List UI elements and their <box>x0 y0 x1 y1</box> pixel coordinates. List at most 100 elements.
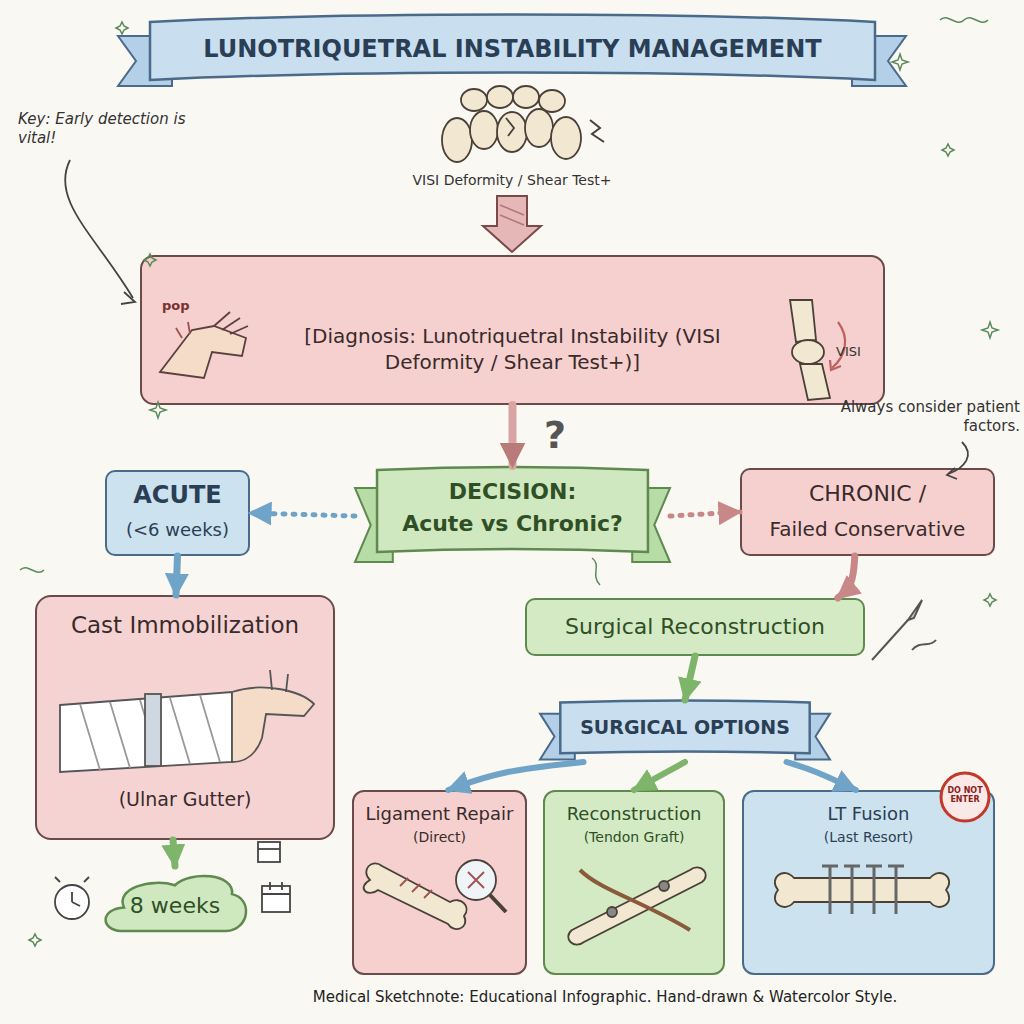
pop-mark <box>176 322 190 338</box>
leader-head <box>947 468 957 479</box>
leader-head <box>121 292 135 304</box>
star <box>29 934 41 946</box>
title-ribbon <box>150 15 875 81</box>
option-box: LT Fusion (Last Resort) <box>742 790 995 975</box>
node-heading: Reconstruction <box>547 802 721 825</box>
bone <box>775 873 949 907</box>
illustration-label: VISI Deformity / Shear Test+ <box>380 172 644 190</box>
visi-sketch <box>790 300 845 400</box>
connector-layer <box>173 405 856 866</box>
star <box>150 402 166 418</box>
fingers <box>270 670 288 692</box>
node-heading: LT Fusion <box>746 802 991 825</box>
acute-box: ACUTE(<6 weeks) <box>105 470 250 556</box>
flow-connector <box>448 762 583 790</box>
flow-arrow <box>483 196 541 252</box>
strap <box>145 694 161 766</box>
bone <box>470 111 498 149</box>
bone <box>790 300 816 342</box>
decorations <box>20 18 998 946</box>
star <box>892 54 908 70</box>
flow-connector <box>685 656 695 700</box>
ribbon-tail <box>852 36 906 86</box>
squiggle <box>20 568 44 573</box>
squiggle <box>592 558 600 585</box>
option-box: Reconstruction (Tendon Graft) <box>543 790 725 975</box>
options-banner: SURGICAL OPTIONS <box>540 700 830 762</box>
star <box>942 144 954 156</box>
flow-connector <box>173 840 175 866</box>
question-mark: ? <box>538 412 572 460</box>
flow-connector <box>787 762 856 790</box>
leader-line <box>65 160 133 298</box>
ribbon-tail <box>118 36 172 86</box>
duration-cloud: 8 weeks <box>100 866 250 940</box>
calendar <box>262 886 290 912</box>
flow-connector <box>176 556 178 595</box>
hand-sketch <box>160 312 248 378</box>
bone <box>551 117 581 159</box>
bone <box>800 364 830 400</box>
cast-sketch <box>60 670 314 772</box>
node-heading: ACUTE <box>111 480 244 511</box>
bone <box>792 340 824 364</box>
node-heading: SURGICAL OPTIONS <box>566 715 804 740</box>
node-subtext: (Tendon Graft) <box>547 828 721 846</box>
bone <box>539 90 565 112</box>
arrow-tip <box>830 360 841 370</box>
leader-line <box>948 442 968 474</box>
note-text: Key: Early detection is vital! <box>18 110 196 148</box>
flow-connector <box>838 556 855 598</box>
sutures <box>400 878 432 898</box>
ribbon-band <box>377 467 648 552</box>
calendar-lines <box>258 848 280 850</box>
squiggle <box>940 18 988 23</box>
calendar <box>258 842 280 862</box>
node-subtext: (Ulnar Gutter) <box>43 787 327 812</box>
node-heading: CHRONIC / <box>748 480 987 509</box>
star <box>144 254 156 266</box>
node-heading: [Diagnosis: Lunotriquetral Instability (… <box>279 323 746 375</box>
warning-sign <box>941 773 989 821</box>
anchor <box>607 907 617 917</box>
calendar-lines <box>262 882 290 894</box>
star <box>982 322 998 338</box>
anchor <box>659 881 669 891</box>
tendon-graft <box>580 870 690 930</box>
clock-bells <box>55 877 89 882</box>
caption: Medical Sketchnote: Educational Infograp… <box>190 988 1020 1007</box>
time-icons <box>55 842 290 919</box>
magnifier-handle <box>490 895 506 912</box>
wrist-bones <box>442 86 604 162</box>
node-subtext: Acute vs Chronic? <box>385 510 640 539</box>
bone <box>487 86 513 108</box>
bone <box>442 118 472 162</box>
cast <box>60 692 232 772</box>
option-box: Ligament Repair(Direct) <box>352 790 527 975</box>
blade <box>908 600 922 620</box>
clock <box>55 885 89 919</box>
bone <box>513 86 539 108</box>
node-subtext: (Last Resort) <box>746 828 991 846</box>
bone <box>364 863 467 929</box>
graft-sketch <box>568 867 706 944</box>
flow-connector <box>509 405 517 466</box>
node-subtext: (Direct) <box>356 828 523 846</box>
screws <box>830 866 896 914</box>
pain-mark <box>590 120 604 142</box>
ligament-sketch <box>364 860 506 929</box>
node-heading: 8 weeks <box>104 892 246 921</box>
handle <box>872 620 908 660</box>
process-box: Surgical Reconstruction <box>525 598 865 656</box>
crack-mark <box>506 118 514 136</box>
bone <box>497 112 527 152</box>
fingers <box>214 312 248 334</box>
hatching <box>500 205 524 225</box>
bandage-lines <box>80 695 220 770</box>
node-heading: DECISION: <box>385 478 640 507</box>
hand <box>232 688 314 762</box>
flow-connector <box>250 513 355 516</box>
magnifier <box>456 860 496 900</box>
